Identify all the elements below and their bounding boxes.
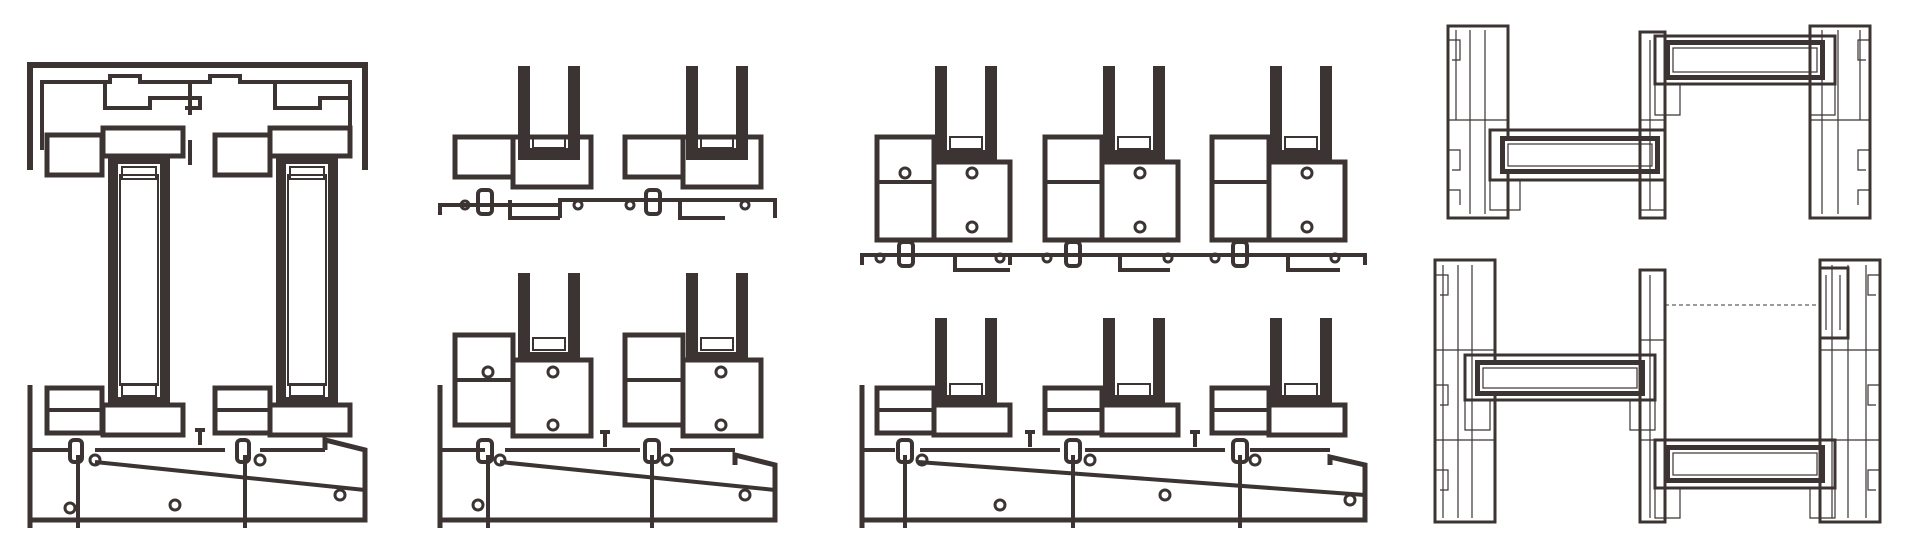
bottom-plan-view bbox=[1433, 258, 1882, 524]
top-plan-view bbox=[1446, 24, 1872, 220]
top-row-glass-units bbox=[438, 66, 777, 220]
sill-frame-profile bbox=[27, 385, 368, 528]
panel-two-track-fixed-sash-section bbox=[437, 66, 778, 528]
insulated-glass-left bbox=[108, 155, 170, 407]
insulated-glass-right bbox=[276, 155, 338, 407]
panel-two-track-sliding-section bbox=[27, 62, 368, 528]
bottom-row-three-glass-units bbox=[874, 318, 1348, 438]
head-frame-profile bbox=[27, 62, 368, 170]
top-row-three-glass-units bbox=[860, 66, 1367, 272]
sill-frame-profile-2 bbox=[437, 385, 778, 528]
bottom-sash-rails bbox=[44, 385, 353, 438]
sill-frame-profile-3 bbox=[859, 385, 1368, 528]
bottom-row-glass-units bbox=[452, 273, 764, 439]
panel-three-track-sliding-section bbox=[859, 66, 1368, 528]
panel-plan-interlock-section bbox=[1433, 24, 1882, 524]
